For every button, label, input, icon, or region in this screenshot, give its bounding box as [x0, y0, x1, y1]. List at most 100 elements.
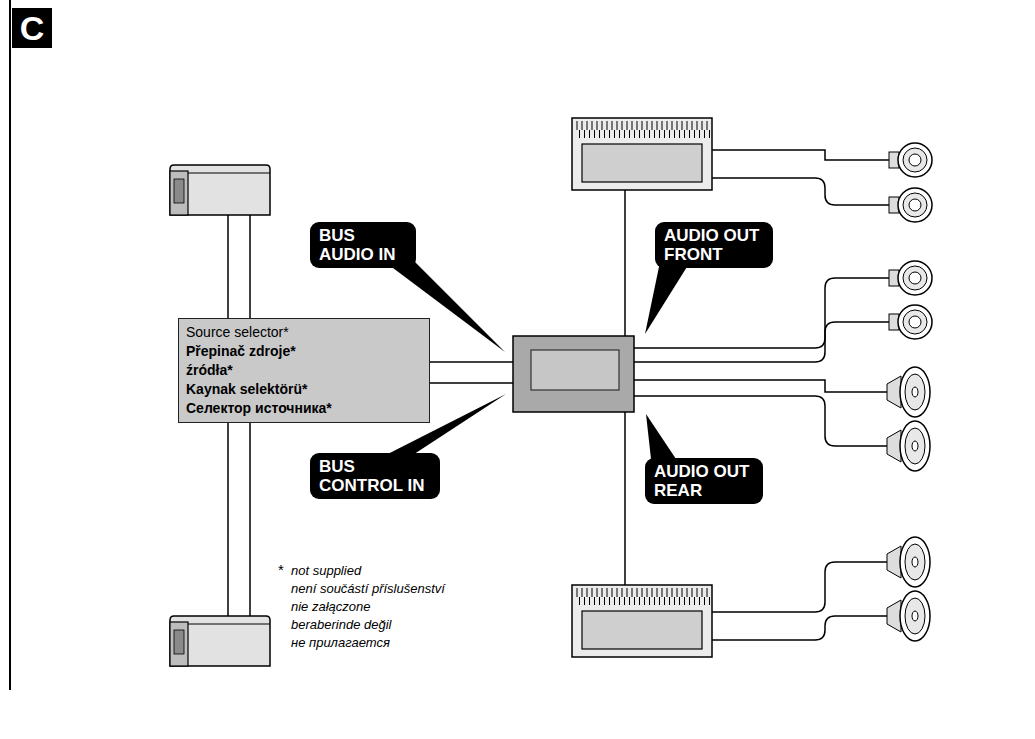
amp-fin	[612, 588, 613, 597]
cd-changer	[170, 616, 270, 666]
audio-cable	[624, 190, 626, 337]
amp-fin	[709, 597, 710, 605]
tweeter-speaker	[889, 261, 932, 295]
tweeter-speaker	[889, 188, 932, 222]
amp-fin	[594, 130, 595, 138]
amp-fin	[679, 130, 680, 138]
amp-fin	[607, 588, 608, 597]
amp-fin	[642, 121, 643, 130]
amp-fin	[657, 121, 658, 130]
amp-fin	[587, 588, 588, 597]
changer-slot	[174, 179, 184, 203]
amp-fin	[692, 588, 693, 597]
amp-fin	[599, 597, 600, 605]
speaker-cone	[905, 428, 925, 464]
amp-fin	[627, 588, 628, 597]
changer-body	[170, 165, 270, 215]
amp-fin	[602, 121, 603, 130]
amp-fin	[597, 588, 598, 597]
amp-fin	[652, 588, 653, 597]
amp-fin	[669, 130, 670, 138]
oval-speaker	[887, 367, 930, 417]
tweeter-speaker	[889, 305, 932, 339]
amp-fin	[674, 130, 675, 138]
speaker-rim	[898, 188, 932, 222]
amp-fin	[617, 588, 618, 597]
footnote-text: není součástí příslušenství	[291, 580, 445, 597]
amp-fin	[694, 597, 695, 605]
callout-label: AUDIO OUT REAR	[645, 458, 763, 504]
amp-fin	[647, 588, 648, 597]
footnote-text: nie załączone	[291, 598, 371, 615]
amp-fin	[677, 121, 678, 130]
speaker-dome	[909, 316, 921, 328]
speaker-rim	[900, 591, 930, 641]
amp-fin	[652, 121, 653, 130]
amp-fin	[604, 130, 605, 138]
amp-fin	[587, 121, 588, 130]
amp-fin	[632, 121, 633, 130]
speaker-wire	[634, 322, 889, 362]
speaker-wire	[634, 396, 887, 446]
speaker-dome	[912, 387, 918, 397]
amp-fin	[674, 597, 675, 605]
speaker-rim	[900, 421, 930, 471]
speaker-cone	[905, 544, 925, 580]
amp-fin	[582, 121, 583, 130]
amp-fin	[632, 588, 633, 597]
amp-fin	[642, 588, 643, 597]
amp-fin	[589, 597, 590, 605]
amp-fin	[682, 121, 683, 130]
amp-fin	[614, 130, 615, 138]
speaker-cone	[903, 148, 927, 172]
amp-fin	[579, 130, 580, 138]
amp-fin	[662, 121, 663, 130]
amp-fin	[592, 121, 593, 130]
figure-letter: C	[12, 8, 52, 48]
callout-pointer	[645, 262, 690, 334]
footnote-text: beraberinde değil	[291, 616, 391, 633]
amp-fin	[644, 130, 645, 138]
amp-fin	[599, 130, 600, 138]
amp-body	[572, 585, 712, 657]
callout-label: AUDIO OUT FRONT	[655, 222, 773, 268]
amp-fin	[667, 588, 668, 597]
amp-fin	[634, 597, 635, 605]
amp-fin	[612, 121, 613, 130]
amp-fin	[594, 597, 595, 605]
amp-fin	[617, 121, 618, 130]
speaker-cone	[905, 374, 925, 410]
amp-fin	[684, 130, 685, 138]
head-unit	[513, 336, 634, 412]
speaker-cone	[903, 266, 927, 290]
amp-fin	[697, 121, 698, 130]
frame-line	[9, 0, 11, 690]
callout-label: BUS CONTROL IN	[310, 453, 440, 499]
power-amplifier	[572, 585, 712, 657]
amp-fin	[639, 597, 640, 605]
oval-speaker	[887, 537, 930, 587]
changer-edge	[188, 173, 270, 174]
footnote-text: не прилагается	[291, 634, 390, 651]
amp-fin	[694, 130, 695, 138]
amp-fin	[579, 597, 580, 605]
amp-fin	[697, 588, 698, 597]
speaker-wire	[712, 178, 889, 205]
amp-fin	[584, 597, 585, 605]
speaker-back	[887, 376, 901, 408]
callout-label: BUS AUDIO IN	[310, 222, 416, 268]
amp-fin	[699, 130, 700, 138]
amp-fin	[699, 597, 700, 605]
speaker-rim	[900, 537, 930, 587]
amp-fin	[637, 588, 638, 597]
amp-fin	[624, 130, 625, 138]
amp-fin	[689, 597, 690, 605]
amp-fin	[664, 130, 665, 138]
amp-fin	[639, 130, 640, 138]
selector-text: Селектор источника*	[186, 399, 422, 418]
head-unit-display	[531, 350, 619, 390]
amp-fin	[667, 121, 668, 130]
amp-fin	[607, 121, 608, 130]
amp-fin	[704, 597, 705, 605]
